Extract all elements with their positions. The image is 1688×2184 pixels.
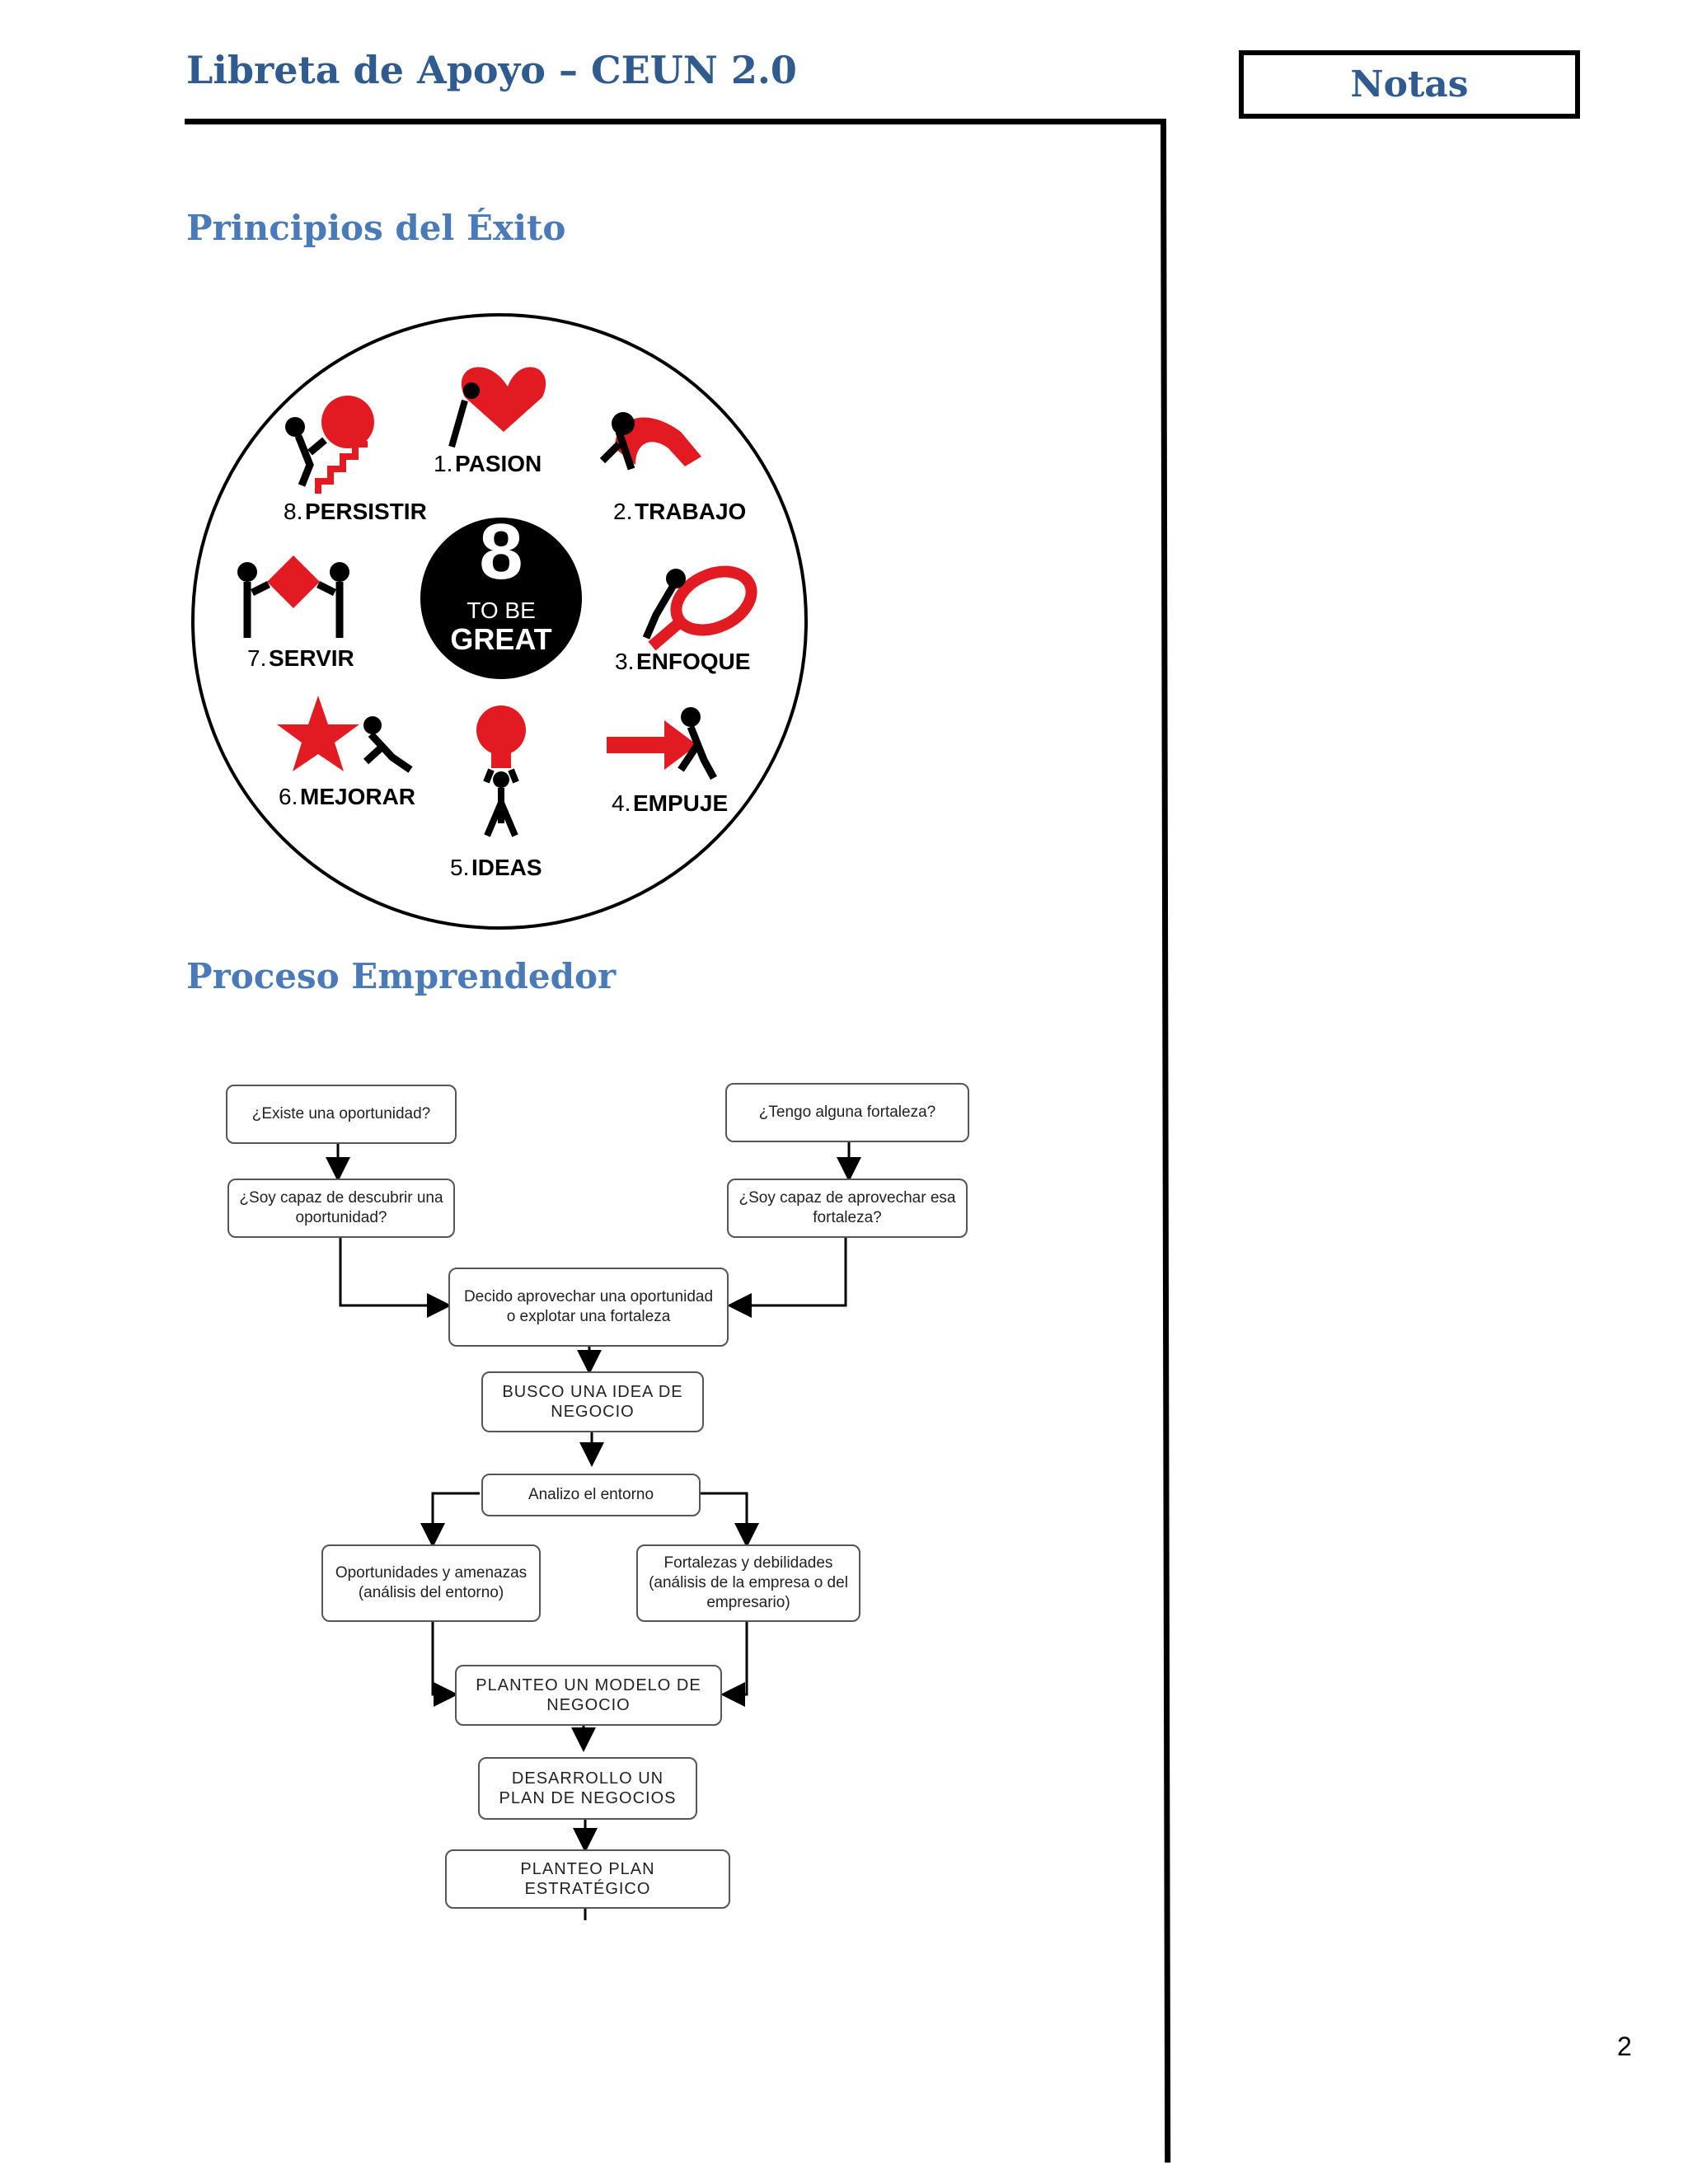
item-1-num: 1. [434,451,452,476]
work-icon [599,412,701,471]
arrow-icon [607,707,717,780]
proceso-flowchart: ¿Existe una oportunidad? ¿Tengo alguna f… [214,1071,1006,1920]
header-divider [185,119,1165,124]
item-2-label: TRABAJO [635,499,746,524]
item-7-num: 7. [247,645,266,671]
item-7-label: SERVIR [269,645,354,671]
box-busco-idea: BUSCO UNA IDEA DE NEGOCIO [481,1371,704,1432]
lightbulb-icon [476,705,526,837]
item-5-label: IDEAS [471,855,542,880]
box-soy-capaz-descubrir: ¿Soy capaz de descubrir una oportunidad? [227,1179,455,1238]
box-fortalezas-debilidades: Fortalezas y debilidades (análisis de la… [636,1544,860,1622]
section-title-proceso: Proceso Emprendedor [186,956,617,996]
star-icon [277,696,413,773]
stairs-icon [285,396,374,494]
page-number: 2 [1617,2032,1632,2061]
center-number: 8 [479,508,523,596]
center-line2: GREAT [450,622,551,656]
item-4-label: EMPUJE [633,790,728,816]
notes-heading: Notas [1350,63,1469,105]
flowchart-connectors [326,1142,861,1920]
notes-heading-box: Notas [1239,50,1580,119]
item-4-num: 4. [612,790,631,816]
box-existe-oportunidad: ¿Existe una oportunidad? [226,1085,457,1144]
diamond-icon [237,555,349,638]
item-3-label: ENFOQUE [636,649,750,674]
item-2-num: 2. [613,499,632,524]
center-line1: TO BE [467,598,536,623]
item-6-num: 6. [279,784,298,809]
notes-column-divider [1160,119,1171,2163]
box-planteo-modelo: PLANTEO UN MODELO DE NEGOCIO [455,1665,722,1726]
item-6-label: MEJORAR [300,784,415,809]
box-decido-aprovechar: Decido aprovechar una oportunidad o expl… [448,1268,729,1347]
section-title-principios: Principios del Éxito [186,208,566,248]
box-desarrollo-plan: DESARROLLO UN PLAN DE NEGOCIOS [478,1757,697,1820]
document-title: Libreta de Apoyo – CEUN 2.0 [186,48,797,92]
principios-graphic: 8 TO BE GREAT 1. PASION 2. TRABAJO 3. EN… [186,308,813,935]
heart-icon [448,367,546,448]
box-oportunidades-amenazas: Oportunidades y amenazas (análisis del e… [321,1544,541,1622]
box-tengo-fortaleza: ¿Tengo alguna fortaleza? [725,1083,969,1142]
item-8-label: PERSISTIR [305,499,427,524]
box-soy-capaz-aprovechar: ¿Soy capaz de aprovechar esa fortaleza? [727,1179,968,1238]
center-badge [420,518,582,679]
item-1-label: PASION [455,451,542,476]
item-8-num: 8. [284,499,302,524]
item-5-num: 5. [450,855,469,880]
box-planteo-plan: PLANTEO PLAN ESTRATÉGICO [445,1849,730,1909]
box-analizo-entorno: Analizo el entorno [481,1474,701,1516]
magnifier-icon [642,565,757,651]
item-3-num: 3. [615,649,634,674]
